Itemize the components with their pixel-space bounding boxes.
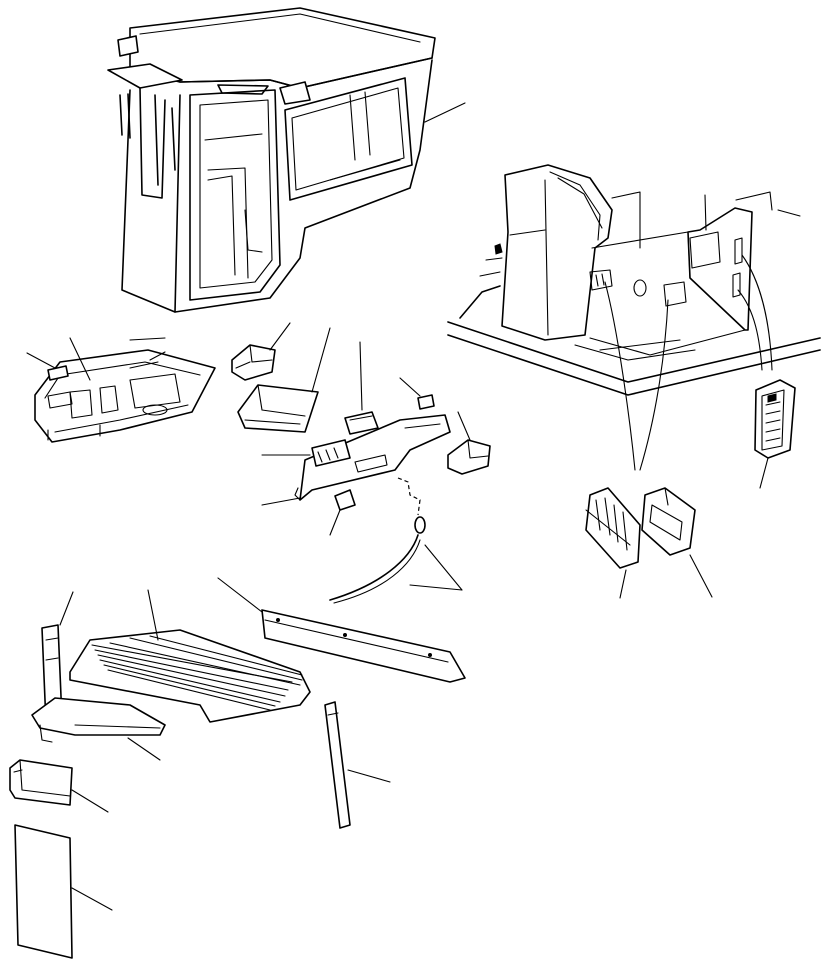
vent-louver-a — [585, 487, 641, 599]
right-post — [324, 701, 391, 829]
side-rail — [217, 577, 466, 683]
floor-grating — [69, 589, 311, 723]
rear-vent-panel — [754, 379, 796, 489]
rubber-bushing — [329, 489, 356, 536]
sticker-center — [344, 341, 379, 435]
cable-assembly — [329, 477, 463, 604]
center-console-plate — [294, 414, 451, 501]
vent-louver-b — [641, 487, 713, 598]
left-floor-panel — [34, 349, 216, 443]
step-plate — [31, 697, 166, 761]
sticker-right — [399, 377, 435, 410]
storage-box — [9, 759, 109, 813]
sticker-left — [26, 352, 69, 381]
control-grille — [261, 439, 351, 467]
air-duct-right — [447, 411, 491, 475]
operator-platform-frame — [447, 164, 821, 471]
floor-mat — [14, 824, 113, 959]
cab — [107, 7, 466, 313]
air-duct-left — [231, 322, 291, 381]
air-duct-center — [237, 327, 331, 433]
